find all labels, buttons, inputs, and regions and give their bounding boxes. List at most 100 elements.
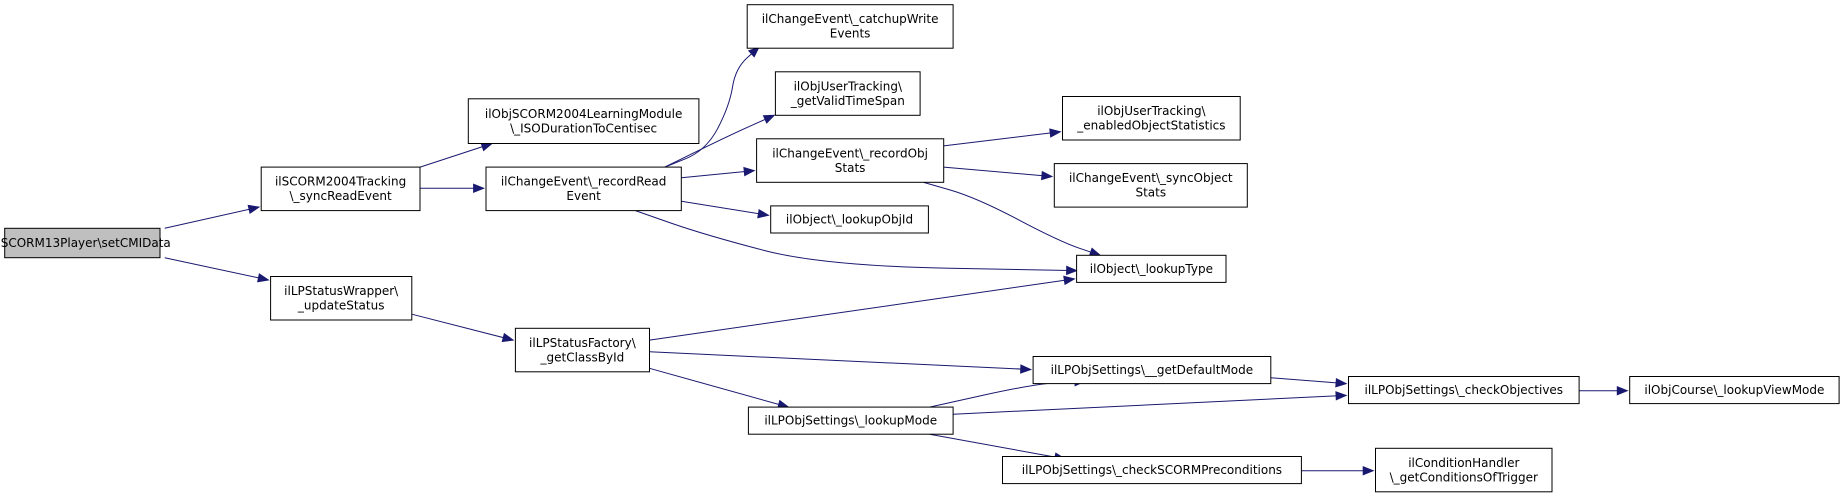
- arrowhead-icon: [257, 273, 270, 283]
- node-box: [756, 138, 945, 183]
- node-label-line: ilObject\_lookupType: [1090, 262, 1213, 276]
- arrowhead-icon: [743, 166, 756, 177]
- arrowhead-icon: [1088, 247, 1102, 257]
- node-box: [774, 71, 921, 116]
- node-box: [1062, 96, 1241, 141]
- edge-line: [164, 206, 260, 229]
- node-n6[interactable]: ilObjUserTracking\_getValidTimeSpan: [774, 71, 921, 116]
- arrowhead-icon: [480, 142, 494, 152]
- edge-line: [929, 433, 1065, 460]
- edge-line: [943, 166, 1052, 177]
- node-box: [1375, 447, 1553, 493]
- node-label-line: ilSCORM2004Tracking: [275, 175, 406, 189]
- node-box: [467, 98, 700, 145]
- node-n15[interactable]: ilLPObjSettings\_checkObjectives: [1348, 376, 1580, 405]
- edge-n7-n10: [943, 166, 1054, 181]
- node-n11[interactable]: ilObject\_lookupType: [1076, 254, 1227, 283]
- node-box: [260, 166, 421, 212]
- node-label-line: Event: [566, 189, 601, 203]
- edge-line: [929, 380, 1085, 408]
- node-box: [1002, 456, 1302, 485]
- node-label-line: ilLPObjSettings\_checkObjectives: [1365, 383, 1564, 397]
- arrowhead-icon: [757, 208, 770, 219]
- edge-line: [664, 114, 775, 168]
- call-graph-edges: [164, 46, 1629, 476]
- edge-line: [164, 257, 269, 281]
- node-box: [770, 205, 929, 234]
- edge-line: [681, 200, 769, 216]
- node-box: [1629, 376, 1840, 405]
- node-n3[interactable]: ilObjSCORM2004LearningModule\_ISODuratio…: [467, 98, 700, 145]
- edge-line: [649, 278, 1075, 341]
- edge-n14-n15: [953, 391, 1348, 415]
- edge-line: [923, 181, 1101, 256]
- edge-n7-n9: [943, 128, 1062, 147]
- arrowhead-icon: [1616, 385, 1629, 396]
- edge-n4-n7: [681, 166, 756, 179]
- edge-n12-n13: [649, 351, 1033, 374]
- call-graph-nodes: ilSCORM13Player\setCMIData ilSCORM2004Tra…: [0, 4, 1840, 493]
- node-box: [485, 166, 682, 212]
- node-label-line: _getClassById: [540, 350, 625, 364]
- node-n9[interactable]: ilObjUserTracking\_enabledObjectStatisti…: [1062, 96, 1241, 141]
- node-label-line: ilChangeEvent\_recordObj: [772, 146, 928, 160]
- arrowhead-icon: [747, 46, 760, 58]
- node-label-line: ilLPObjSettings\_checkSCORMPreconditions: [1022, 463, 1282, 477]
- edge-n13-n15: [1270, 377, 1348, 388]
- node-box: [4, 227, 161, 259]
- node-label-line: \_getConditionsOfTrigger: [1390, 470, 1538, 484]
- edge-n12-n14: [649, 367, 790, 409]
- node-n18[interactable]: ilConditionHandler\_getConditionsOfTrigg…: [1375, 447, 1553, 493]
- node-label-line: ilObjUserTracking\: [794, 79, 903, 93]
- edge-n0-n1: [164, 204, 261, 229]
- node-label-line: ilChangeEvent\_catchupWrite: [762, 12, 939, 26]
- edge-n4-n11: [635, 210, 1078, 276]
- edge-line: [649, 351, 1031, 370]
- node-n8[interactable]: ilObject\_lookupObjId: [770, 205, 929, 234]
- node-label-line: _getValidTimeSpan: [790, 94, 905, 108]
- node-n12[interactable]: ilLPStatusFactory\_getClassById: [514, 327, 651, 373]
- node-n17[interactable]: ilLPObjSettings\_checkSCORMPreconditions: [1002, 456, 1302, 485]
- edge-line: [411, 313, 514, 341]
- node-n16[interactable]: ilObjCourse\_lookupViewMode: [1629, 376, 1840, 405]
- node-label-line: ilObjSCORM2004LearningModule: [485, 107, 682, 121]
- node-label-line: ilLPObjSettings\__getDefaultMode: [1051, 363, 1254, 377]
- node-box: [1348, 376, 1580, 405]
- edge-line: [635, 210, 1077, 272]
- edge-line: [943, 131, 1061, 147]
- node-box: [747, 406, 954, 435]
- node-box: [746, 4, 954, 49]
- node-n14[interactable]: ilLPObjSettings\_lookupMode: [747, 406, 954, 435]
- edge-n4-n6: [664, 114, 776, 168]
- node-label-line: ilSCORM13Player\setCMIData: [0, 236, 171, 250]
- edge-n1-n3: [419, 142, 494, 168]
- node-label-line: ilObjCourse\_lookupViewMode: [1644, 383, 1824, 397]
- node-n1[interactable]: ilSCORM2004Tracking\_syncReadEvent: [260, 166, 421, 212]
- node-label-line: \_ISODurationToCentisec: [510, 121, 657, 135]
- edge-n17-n18: [1301, 465, 1375, 476]
- edge-n1-n4: [420, 183, 485, 194]
- node-label-line: Events: [830, 27, 871, 41]
- node-label-line: ilChangeEvent\_recordRead: [501, 175, 667, 189]
- node-label-line: ilConditionHandler: [1408, 456, 1519, 470]
- edge-n12-n11: [649, 275, 1076, 341]
- arrowhead-icon: [501, 332, 515, 343]
- node-n13[interactable]: ilLPObjSettings\__getDefaultMode: [1032, 356, 1272, 385]
- node-n2[interactable]: ilLPStatusWrapper\_updateStatus: [270, 276, 413, 321]
- arrowhead-icon: [1049, 128, 1062, 138]
- node-label-line: _updateStatus: [297, 299, 385, 313]
- edge-line: [681, 170, 755, 179]
- edge-n0-n2: [164, 257, 270, 283]
- node-n0-root[interactable]: ilSCORM13Player\setCMIData: [0, 227, 171, 259]
- node-label-line: Stats: [1135, 186, 1166, 200]
- edge-line: [1270, 377, 1347, 385]
- node-box: [1076, 254, 1227, 283]
- arrowhead-icon: [473, 183, 485, 194]
- arrowhead-icon: [1066, 265, 1078, 276]
- node-label-line: Stats: [835, 161, 866, 175]
- node-label-line: ilLPObjSettings\_lookupMode: [764, 414, 937, 428]
